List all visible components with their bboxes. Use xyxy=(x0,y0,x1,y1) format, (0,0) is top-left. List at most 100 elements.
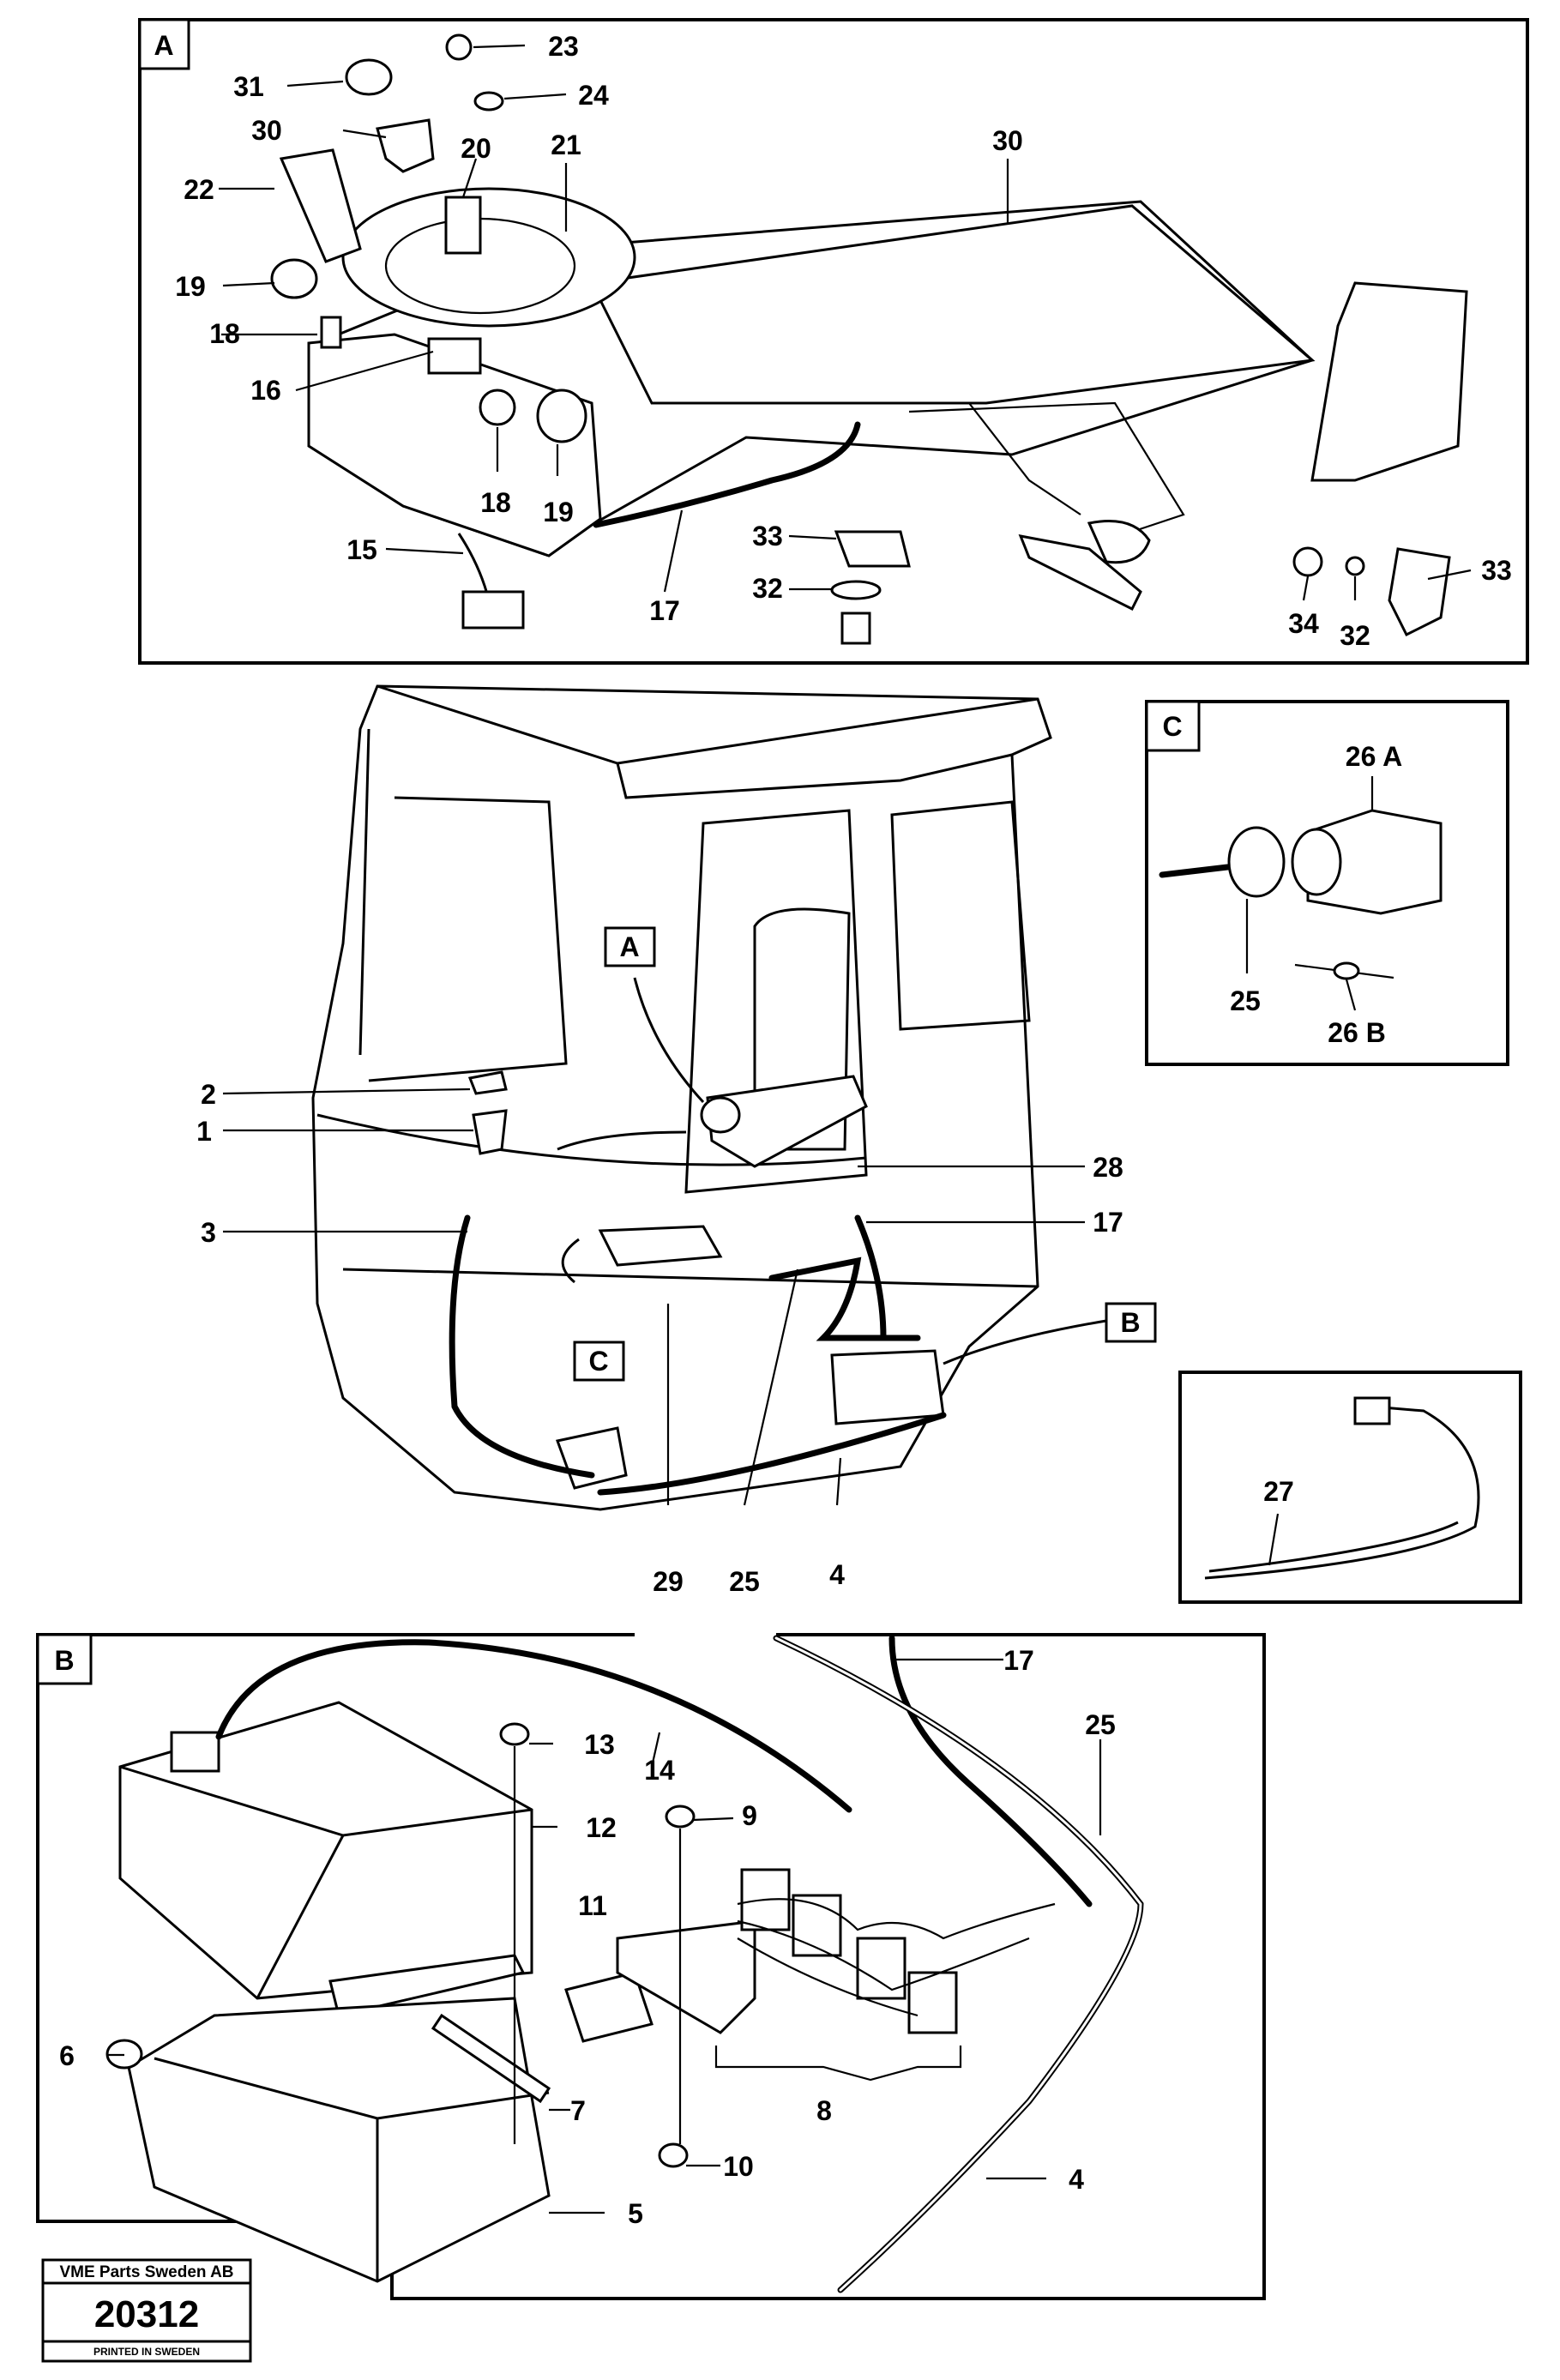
washer xyxy=(473,91,504,111)
callout-10: 10 xyxy=(723,2151,754,2182)
callout-20: 20 xyxy=(461,133,491,164)
box-connector xyxy=(170,1731,220,1773)
nut xyxy=(1292,546,1323,577)
callout-26a: 26 A xyxy=(1346,741,1402,772)
callout-18-lower: 18 xyxy=(480,487,511,518)
callout-33-right: 33 xyxy=(1481,555,1512,586)
cable-connector xyxy=(1353,1396,1391,1425)
connector xyxy=(461,590,525,630)
stamp-printed: PRINTED IN SWEDEN xyxy=(93,2346,200,2358)
panel-b-tag: B xyxy=(54,1645,74,1676)
callout-9: 9 xyxy=(742,1800,757,1831)
cab-components xyxy=(449,1070,947,1496)
callout-25: 25 xyxy=(1230,985,1261,1016)
cab-tags: A B C xyxy=(573,926,1157,1382)
callout-7: 7 xyxy=(570,2095,586,2126)
stamp-company: VME Parts Sweden AB xyxy=(59,2263,233,2281)
callout-16: 16 xyxy=(250,375,281,406)
switch-cap xyxy=(536,389,587,443)
control-box xyxy=(118,1701,533,2000)
panel-b-leaders xyxy=(106,1658,1102,2214)
nut xyxy=(658,2142,689,2168)
rubber-boot xyxy=(279,148,362,263)
panel-a-callouts: 31 30 22 19 18 16 15 23 24 20 21 30 18 1… xyxy=(175,31,1512,651)
screw xyxy=(499,1722,530,1746)
callout-23: 23 xyxy=(548,31,579,62)
washer xyxy=(830,580,882,600)
callout-31: 31 xyxy=(233,71,264,102)
connector-detail xyxy=(1159,809,1443,980)
callout-15: 15 xyxy=(346,534,377,565)
knob xyxy=(376,118,435,173)
panel-a: A xyxy=(138,18,1529,665)
panel-b: B xyxy=(36,1633,1266,2300)
mounting-plate xyxy=(328,1954,526,2017)
callout-33: 33 xyxy=(752,521,783,551)
panel-b-tag-box xyxy=(36,1633,93,1685)
callout-26b: 26 B xyxy=(1328,1017,1386,1048)
cab-tag-c: C xyxy=(588,1346,608,1377)
panel-a-tag-box xyxy=(138,18,190,70)
callout-32-right: 32 xyxy=(1340,620,1370,651)
panel-cable-27: 27 xyxy=(1178,1371,1522,1604)
callout-19-lower: 19 xyxy=(543,497,574,527)
cover xyxy=(467,1070,508,1095)
bracket xyxy=(556,1426,628,1490)
panel-c-tag-box xyxy=(1145,700,1201,752)
panel-a-tag: A xyxy=(154,30,173,61)
cab-callouts: 2 1 3 28 17 29 25 4 xyxy=(196,1079,1123,1597)
screw xyxy=(665,1805,696,1829)
callout-34: 34 xyxy=(1288,608,1319,639)
switch-knob xyxy=(270,258,318,299)
knob-cap xyxy=(345,58,393,96)
panel-a-frame xyxy=(138,18,1529,665)
screw xyxy=(840,612,871,645)
cab-tag-b: B xyxy=(1120,1307,1140,1338)
callout-19: 19 xyxy=(175,271,206,302)
callout-3: 3 xyxy=(201,1217,216,1248)
callout-28: 28 xyxy=(1093,1152,1123,1183)
callout-18: 18 xyxy=(209,318,240,349)
callout-8: 8 xyxy=(816,2095,832,2126)
callout-5: 5 xyxy=(628,2198,643,2229)
panel-c-frame xyxy=(1145,700,1509,1066)
callout-17: 17 xyxy=(649,595,680,626)
washer xyxy=(1345,556,1365,576)
toggle-switch xyxy=(479,389,516,426)
cable-clamp xyxy=(1388,547,1451,637)
panel-c-tag: C xyxy=(1162,711,1182,742)
rail xyxy=(431,2013,551,2104)
callout-21: 21 xyxy=(551,130,581,160)
callout-17: 17 xyxy=(1093,1207,1123,1238)
callout-25: 25 xyxy=(729,1566,760,1597)
relay xyxy=(564,1971,654,2043)
callout-4: 4 xyxy=(829,1559,845,1590)
panel-b-callouts: 17 25 13 14 12 9 11 6 7 8 10 4 5 xyxy=(59,1645,1116,2229)
callout-30-body: 30 xyxy=(992,125,1023,156)
switch xyxy=(472,1109,508,1155)
panel-c: C 26 A 25 26 B xyxy=(1145,700,1509,1066)
screw xyxy=(445,33,473,61)
stamp-number: 20312 xyxy=(94,2293,199,2335)
callout-2: 2 xyxy=(201,1079,216,1110)
callout-29: 29 xyxy=(653,1566,684,1597)
connector-plug xyxy=(1227,826,1286,898)
callout-22: 22 xyxy=(184,174,214,205)
callout-30: 30 xyxy=(251,115,282,146)
mounting-box xyxy=(127,1997,551,2283)
callout-13: 13 xyxy=(584,1729,615,1760)
console xyxy=(706,1075,868,1168)
control-console xyxy=(270,33,1468,645)
part-number-stamp: VME Parts Sweden AB 20312 PRINTED IN SWE… xyxy=(41,2258,252,2363)
callout-32: 32 xyxy=(752,573,783,604)
relay-module xyxy=(907,1971,958,2034)
cab-leaders xyxy=(222,1088,1085,1506)
cab-arrows xyxy=(561,977,1107,1365)
relay-box xyxy=(830,1349,945,1425)
callout-27: 27 xyxy=(1263,1476,1294,1507)
cab-overview: A B C 2 1 3 28 17 29 25 4 xyxy=(196,684,1157,1597)
relay-bracket xyxy=(616,1919,756,2034)
callout-12: 12 xyxy=(586,1812,617,1843)
panel-a-leaders xyxy=(219,44,1472,601)
